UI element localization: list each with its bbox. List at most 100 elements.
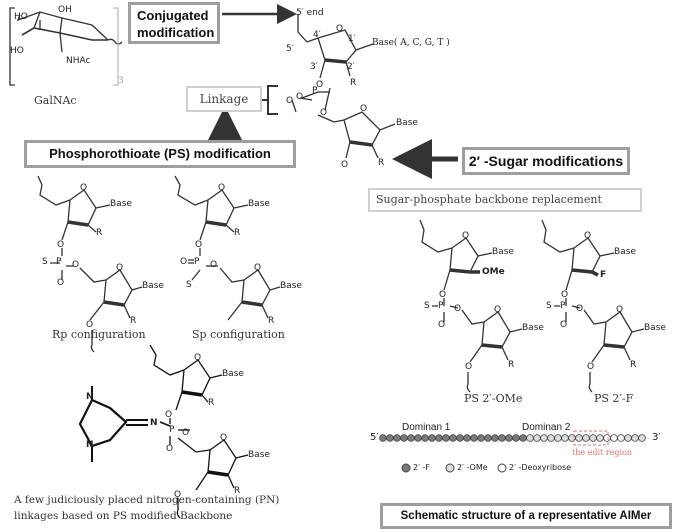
bead-f [491,434,499,442]
rp-configuration-label: Rp configuration [52,328,146,341]
base-center: Base [396,118,418,128]
sp-o-1: O [195,240,203,250]
bead-f [414,434,422,442]
conjugated-line1: Conjugated [137,8,209,23]
bead-ome [547,434,555,442]
pn-caption-line2: linkages based on PS modified Backbone [14,510,233,522]
ome-ring-o-2: O [494,305,502,315]
bead-ome [533,434,541,442]
pn-ring-o-2: O [220,433,228,443]
bead-ome [575,434,583,442]
f-p: P [560,301,566,311]
bead-f [456,434,464,442]
nhac-label: NHAc [66,56,91,66]
bead-f [379,434,387,442]
one-prime-label: 1′ [348,34,356,44]
bead-f [484,434,492,442]
o-label-top: O [316,80,324,90]
ome-p: P [438,301,444,311]
f-label: F [600,270,607,280]
bead-ome [540,434,548,442]
f-o-2: O [560,320,568,330]
f-o-1: O [561,290,569,300]
ome-o-4: O [465,362,473,372]
r-label-top: R [350,78,357,88]
f-s: S [546,301,552,311]
rp-p: P [56,257,62,267]
sp-o-3: O [210,260,218,270]
ps-f-label: PS 2′-F [594,392,634,405]
ome-label: OMe [482,267,505,277]
p-label-top: P [312,86,318,96]
ps-modification-box: Phosphorothioate (PS) modification [24,140,296,168]
bead-f [393,434,401,442]
o-label-link: O [320,108,328,118]
rp-r-2: R [130,316,137,326]
domain2-label: Dominan 2 [522,422,571,433]
legend-ome-label: 2′ -OMe [457,463,488,472]
center-nucleotide [291,97,396,159]
linkage-bracket [262,85,278,115]
pn-ring-n-top: N [86,392,94,402]
rp-o-3: O [72,260,80,270]
galnac-structure [9,7,123,86]
conjugated-modification-box: Conjugated modification [128,2,220,44]
bead-f [435,434,443,442]
ome-base-2: Base [522,323,544,333]
f-o-3: O [576,304,584,314]
bead-f [449,434,457,442]
bead-f [442,434,450,442]
linkage-box: Linkage [186,86,262,112]
bead-f [428,434,436,442]
o-center: O [341,160,349,170]
sp-r-2: R [268,316,275,326]
pn-o-4: O [174,490,182,500]
ring-o-center: O [360,104,368,114]
bead-ome [561,434,569,442]
bead-f [407,434,415,442]
ome-ring-o-1: O [462,231,470,241]
f-base-2: Base [644,323,666,333]
pn-ring-n-bottom: N [86,440,94,450]
ome-o-1: O [439,290,447,300]
five-end-label: 5′ end [296,8,324,18]
sugar-modifications-box: 2′ -Sugar modifications [462,147,630,175]
legend-d-circle [497,463,507,473]
rp-ring-o-1: O [80,183,88,193]
pn-ring-o-1: O [194,353,202,363]
bead-ome [554,434,562,442]
rp-o-2: O [57,278,65,288]
sp-base-2: Base [280,281,302,291]
bead-f [505,434,513,442]
pn-o-3: O [182,428,190,438]
pn-r-1: R [208,398,215,408]
ring-o-top: O [336,24,344,34]
pn-r-2: R [234,486,241,496]
rp-r-1: R [96,228,103,238]
bead-d [603,434,611,442]
f-base-1: Base [614,247,636,257]
f-r: R [630,360,637,370]
ome-base-1: Base [492,247,514,257]
pn-base-1: Base [222,369,244,379]
bead-ome [596,434,604,442]
sp-r-1: R [234,228,241,238]
bead-f [421,434,429,442]
rp-o-1: O [57,240,65,250]
three-prime-end: 3′ [652,432,661,443]
f-ring-o-1: O [584,231,592,241]
bead-ome [526,434,534,442]
o-label-left2: O [286,96,294,106]
ome-s: S [424,301,430,311]
bead-f [386,434,394,442]
ps-ome-structure [419,219,523,393]
f-o-4: O [587,362,595,372]
three-prime-label: 3′ [310,62,318,72]
sp-base-1: Base [248,199,270,209]
sp-ring-o-1: O [218,183,226,193]
schematic-structure-box: Schematic structure of a representative … [380,503,672,529]
ome-r: R [508,360,515,370]
pn-structure [78,344,249,519]
ps-f-structure [541,219,645,393]
